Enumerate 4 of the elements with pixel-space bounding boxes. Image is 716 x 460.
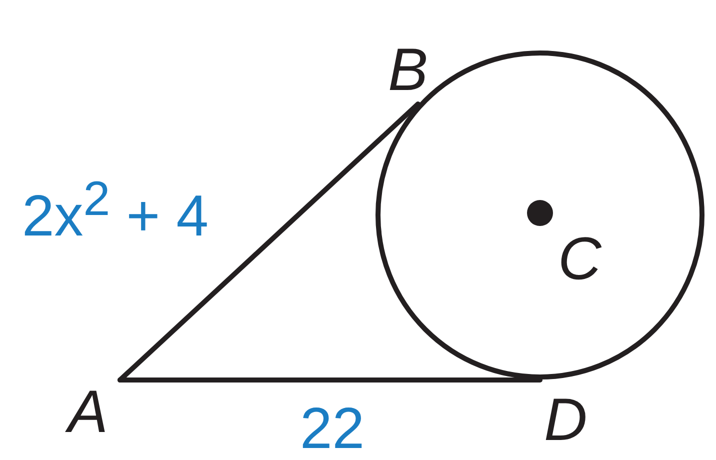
point-label: B [388,40,428,100]
point-label: D [544,390,588,450]
line-segment [118,378,542,382]
point-label: C [558,229,602,289]
